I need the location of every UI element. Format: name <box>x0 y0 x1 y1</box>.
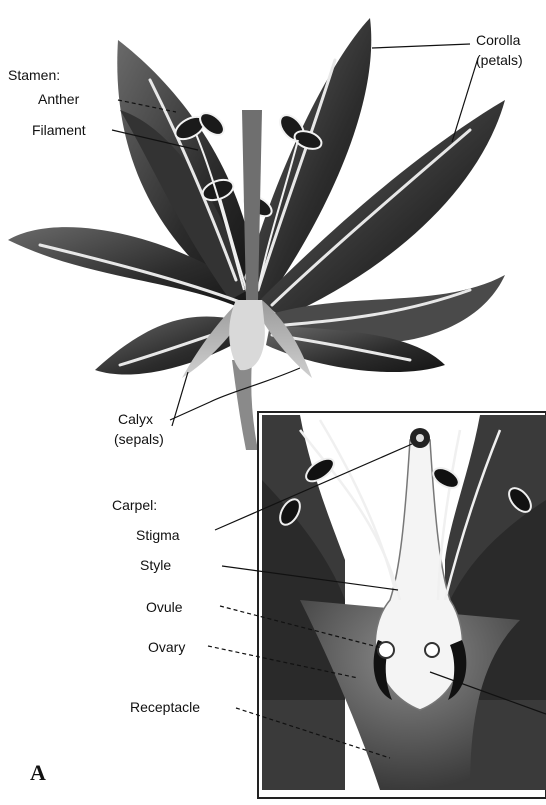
label-stigma: Stigma <box>136 527 180 543</box>
leader-calyx-2 <box>172 372 188 426</box>
carpel-cross-section <box>258 412 546 798</box>
label-receptacle: Receptacle <box>130 699 200 715</box>
figure-letter: A <box>30 760 46 785</box>
label-calyx-sepals: (sepals) <box>114 431 164 447</box>
label-anther: Anther <box>38 91 80 107</box>
leader-corolla-1 <box>372 44 470 48</box>
label-filament: Filament <box>32 122 86 138</box>
label-corolla: Corolla <box>476 32 521 48</box>
label-style: Style <box>140 557 171 573</box>
ovule-left <box>378 642 394 658</box>
label-ovule: Ovule <box>146 599 183 615</box>
label-stamen: Stamen: <box>8 67 60 83</box>
label-carpel: Carpel: <box>112 497 157 513</box>
label-corolla-petals: (petals) <box>476 52 523 68</box>
ovule-right <box>425 643 439 657</box>
whole-flower <box>8 18 505 450</box>
label-calyx: Calyx <box>118 411 153 427</box>
label-ovary: Ovary <box>148 639 185 655</box>
stem <box>232 360 258 450</box>
